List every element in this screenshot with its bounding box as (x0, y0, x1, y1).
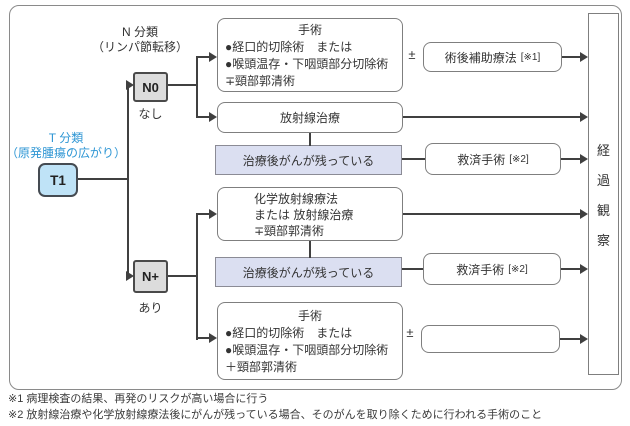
t-class-label-line1: T 分類 (48, 131, 84, 145)
node-n0-caption: なし (138, 107, 163, 121)
connector-n-plus-branch-vertical (196, 213, 198, 340)
salvage-surgery-top-label: 救済手術 (457, 152, 506, 167)
t-class-label-line2: （原発腫瘍の広がり） (6, 146, 127, 160)
node-n-plus: N+ (133, 260, 168, 293)
node-n0: N0 (133, 72, 168, 102)
followup-char: 観 (596, 202, 610, 218)
salvage-surgery-bottom-box: 救済手術 [※2] (423, 253, 561, 285)
surgery-top-line2: ●喉頭温存・下咽頭部分切除術 (225, 57, 389, 71)
salvage-surgery-bottom-label: 救済手術 (456, 262, 505, 277)
connector-to-surgery-top (198, 56, 210, 58)
arrow-into-followup-4 (580, 209, 588, 219)
arrow-into-surgery-bottom (209, 333, 217, 343)
footnote-1: ※1 病理検査の結果、再発のリスクが高い場合に行う (8, 393, 269, 405)
connector-n-plus-right (168, 275, 197, 277)
chemoradiation-line1: 化学放射線療法 (254, 192, 339, 206)
connector-salvage-bottom-to-followup (561, 268, 581, 270)
connector-to-radiation (198, 116, 210, 118)
n-class-label-line2: （リンパ節転移） (91, 40, 188, 54)
surgery-bottom-line3: ＋頸部郭清術 (225, 360, 298, 374)
n-class-label: N 分類 （リンパ節転移） (88, 25, 192, 55)
surgery-bottom-line2: ●喉頭温存・下咽頭部分切除術 (225, 343, 389, 357)
surgery-bottom-box: 手術 ●経口的切除術 または ●喉頭温存・下咽頭部分切除術 ＋頸部郭清術 (217, 302, 403, 380)
surgery-top-title: 手術 (297, 23, 322, 37)
surgery-top-box: 手術 ●経口的切除術 または ●喉頭温存・下咽頭部分切除術 ∓頸部郭清術 (217, 18, 403, 92)
arrow-into-n0 (126, 80, 134, 90)
arrow-into-n-plus (126, 271, 134, 281)
salvage-surgery-top-box: 救済手術 [※2] (425, 143, 561, 175)
footnote-2: ※2 放射線治療や化学放射線療法後にがんが残っている場合、そのがんを取り除くため… (8, 409, 543, 421)
connector-branch-vertical (127, 84, 129, 278)
surgery-top-line1: ●経口的切除術 または (225, 40, 353, 54)
arrow-into-followup-6 (580, 334, 588, 344)
connector-n0-right (168, 84, 197, 86)
connector-radiation-to-residual (309, 133, 311, 146)
arrow-into-surgery-top (209, 52, 217, 62)
arrow-into-followup-2 (580, 112, 588, 122)
connector-adjuvant-bottom-to-followup (560, 338, 581, 340)
adjuvant-therapy-top-box: 術後補助療法 [※1] (423, 42, 562, 72)
residual-cancer-top-box: 治療後がんが残っている (215, 145, 402, 175)
connector-chemo-to-followup (403, 213, 581, 215)
connector-chemo-to-residual (309, 241, 311, 258)
footnotes: ※1 病理検査の結果、再発のリスクが高い場合に行う ※2 放射線治療や化学放射線… (8, 391, 628, 423)
residual-cancer-bottom-box: 治療後がんが残っている (215, 257, 402, 287)
chemoradiation-line3: ∓頸部郭清術 (254, 224, 325, 238)
arrow-into-radiation (209, 112, 217, 122)
adjuvant-therapy-top-label: 術後補助療法 (444, 50, 517, 65)
plus-minus-bottom: ± (406, 325, 414, 340)
t-class-label: T 分類 （原発腫瘍の広がり） (6, 131, 126, 161)
followup-observation-box: 経 過 観 察 (588, 13, 619, 375)
radiation-box: 放射線治療 (217, 102, 403, 133)
followup-char: 過 (596, 172, 610, 188)
followup-char: 察 (596, 232, 610, 248)
salvage-surgery-bottom-ref: [※2] (508, 263, 528, 275)
connector-salvage-top-to-followup (561, 158, 581, 160)
connector-radiation-to-followup (403, 116, 581, 118)
followup-char: 経 (596, 142, 610, 158)
salvage-surgery-top-ref: [※2] (509, 153, 529, 165)
connector-t1-to-branch (78, 178, 128, 180)
adjuvant-therapy-top-ref: [※1] (520, 51, 541, 63)
node-n-plus-caption: あり (138, 301, 163, 315)
connector-to-chemoradiation (198, 213, 210, 215)
chemoradiation-box: 化学放射線療法 または 放射線治療 ∓頸部郭清術 (217, 187, 403, 241)
surgery-top-line3: ∓頸部郭清術 (225, 74, 296, 88)
adjuvant-therapy-bottom-box (421, 325, 560, 353)
chemoradiation-line2: または 放射線治療 (254, 208, 354, 222)
n-class-label-line1: N 分類 (121, 25, 158, 39)
arrow-into-chemoradiation (209, 209, 217, 219)
arrow-into-followup-5 (580, 264, 588, 274)
plus-minus-top: ± (408, 47, 416, 62)
connector-n0-branch-vertical (196, 56, 198, 118)
connector-residual-to-salvage-top (402, 158, 425, 160)
surgery-bottom-line1: ●経口的切除術 または (225, 326, 353, 340)
connector-adjuvant-top-to-followup (562, 56, 581, 58)
arrow-into-followup-1 (580, 52, 588, 62)
connector-to-surgery-bottom (198, 337, 210, 339)
connector-residual-to-salvage-bottom (402, 268, 423, 270)
surgery-bottom-title: 手術 (297, 309, 322, 323)
arrow-into-followup-3 (580, 154, 588, 164)
node-t1: T1 (38, 163, 78, 197)
